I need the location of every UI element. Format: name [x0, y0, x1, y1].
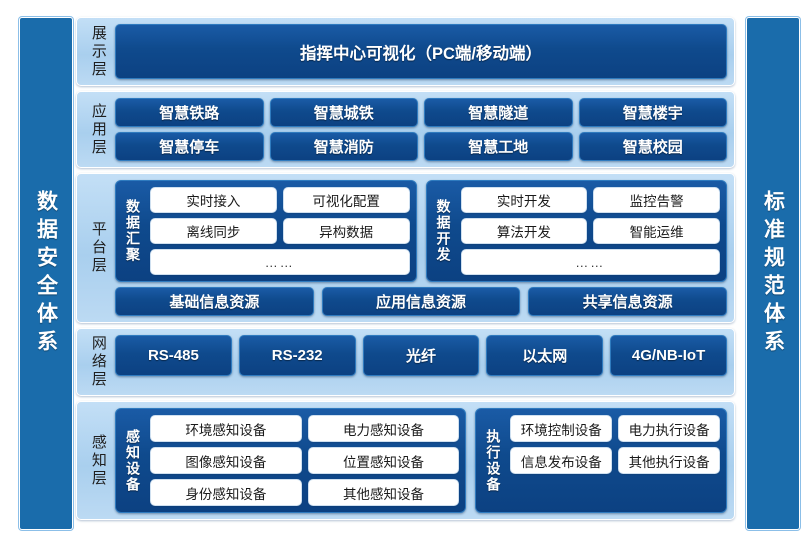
development-row-2: 算法开发 智能运维	[460, 218, 720, 244]
resource-item-shared-information[interactable]: 共享信息资源	[528, 287, 728, 316]
development-item-ellipsis[interactable]: ……	[460, 249, 720, 275]
layer-body-display: 指挥中心可视化（PC端/移动端）	[115, 24, 727, 79]
group-label-data-aggregation: 数据汇聚	[125, 199, 141, 263]
layer-label-platform: 平台层	[89, 221, 107, 275]
actuator-row-1: 环境控制设备 电力执行设备	[510, 415, 721, 442]
layer-label-display: 展示层	[89, 24, 107, 79]
group-label-data-development: 数据开发	[435, 199, 452, 263]
network-item-rs232[interactable]: RS-232	[238, 335, 356, 376]
platform-groups: 数据汇聚 实时接入 可视化配置 离线同步 异构数据	[115, 180, 727, 282]
sensor-item-environment[interactable]: 环境感知设备	[150, 415, 302, 442]
layer-body-network: RS-485 RS-232 光纤 以太网 4G/NB-IoT	[115, 335, 727, 389]
aggregation-item-ellipsis[interactable]: ……	[150, 249, 410, 275]
aggregation-item-heterogeneous-data[interactable]: 异构数据	[282, 218, 410, 244]
network-item-4g-nbiot[interactable]: 4G/NB-IoT	[610, 335, 727, 376]
group-label-actuator-devices: 执行设备	[485, 428, 502, 493]
app-item-smart-campus[interactable]: 智慧校园	[578, 132, 727, 161]
layer-label-sensing: 感知层	[89, 433, 107, 488]
layer-platform: 平台层 数据汇聚 实时接入 可视化配置	[76, 173, 735, 323]
sensing-groups: 感知设备 环境感知设备 电力感知设备 图像感知设备 位置感知设备	[115, 408, 727, 513]
layer-display: 展示层 指挥中心可视化（PC端/移动端）	[76, 17, 735, 86]
platform-group-data-aggregation: 数据汇聚 实时接入 可视化配置 离线同步 异构数据	[115, 180, 417, 282]
resource-item-application-information[interactable]: 应用信息资源	[321, 287, 521, 316]
right-side-bar-label: 标准规范体系	[761, 189, 785, 358]
group-grid-data-development: 实时开发 监控告警 算法开发 智能运维 ……	[460, 187, 720, 275]
sensing-group-sensor-devices: 感知设备 环境感知设备 电力感知设备 图像感知设备 位置感知设备	[115, 408, 467, 513]
sensor-item-image[interactable]: 图像感知设备	[150, 447, 302, 474]
actuator-item-information-release[interactable]: 信息发布设备	[510, 447, 613, 474]
sensing-group-actuator-devices: 执行设备 环境控制设备 电力执行设备 信息发布设备 其他执行设备	[475, 408, 727, 513]
layer-body-application: 智慧铁路 智慧城铁 智慧隧道 智慧楼宇 智慧停车 智慧消防 智慧工地 智慧校园	[115, 98, 727, 161]
left-side-bar-label: 数据安全体系	[34, 189, 58, 358]
sensor-row-1: 环境感知设备 电力感知设备	[150, 415, 460, 442]
layer-label-application: 应用层	[89, 102, 107, 157]
app-item-smart-parking[interactable]: 智慧停车	[115, 132, 264, 161]
app-item-smart-tunnel[interactable]: 智慧隧道	[424, 98, 573, 127]
development-row-1: 实时开发 监控告警	[460, 187, 720, 213]
actuator-item-other[interactable]: 其他执行设备	[618, 447, 721, 474]
aggregation-row-2: 离线同步 异构数据	[150, 218, 410, 244]
actuator-item-power-execution[interactable]: 电力执行设备	[618, 415, 721, 442]
actuator-item-environment-control[interactable]: 环境控制设备	[510, 415, 613, 442]
development-item-algorithm-development[interactable]: 算法开发	[460, 218, 588, 244]
network-item-ethernet[interactable]: 以太网	[486, 335, 604, 376]
network-item-optical-fiber[interactable]: 光纤	[362, 335, 480, 376]
application-row-1: 智慧铁路 智慧城铁 智慧隧道 智慧楼宇	[115, 98, 727, 127]
development-item-intelligent-ops[interactable]: 智能运维	[593, 218, 720, 244]
sensor-item-identity[interactable]: 身份感知设备	[150, 479, 302, 506]
layer-stack: 展示层 指挥中心可视化（PC端/移动端） 应用层 智慧铁路 智慧城铁 智慧隧道 …	[76, 17, 735, 520]
resource-item-basic-information[interactable]: 基础信息资源	[115, 287, 314, 316]
aggregation-item-visual-config[interactable]: 可视化配置	[282, 187, 410, 213]
platform-group-data-development: 数据开发 实时开发 监控告警 算法开发 智能运维	[425, 180, 727, 282]
development-row-3: ……	[460, 249, 720, 275]
network-row: RS-485 RS-232 光纤 以太网 4G/NB-IoT	[115, 335, 727, 376]
development-item-realtime-development[interactable]: 实时开发	[460, 187, 588, 213]
aggregation-row-3: ……	[150, 249, 410, 275]
group-grid-data-aggregation: 实时接入 可视化配置 离线同步 异构数据 ……	[150, 187, 410, 275]
app-item-smart-construction-site[interactable]: 智慧工地	[424, 132, 573, 161]
aggregation-item-realtime-ingest[interactable]: 实时接入	[150, 187, 277, 213]
app-item-smart-firefighting[interactable]: 智慧消防	[269, 132, 418, 161]
layer-label-network: 网络层	[89, 335, 107, 389]
layer-body-sensing: 感知设备 环境感知设备 电力感知设备 图像感知设备 位置感知设备	[115, 408, 727, 513]
layer-application: 应用层 智慧铁路 智慧城铁 智慧隧道 智慧楼宇 智慧停车 智慧消防 智慧工地 智…	[76, 91, 735, 168]
app-item-smart-building[interactable]: 智慧楼宇	[578, 98, 727, 127]
sensor-item-other[interactable]: 其他感知设备	[307, 479, 460, 506]
application-row-2: 智慧停车 智慧消防 智慧工地 智慧校园	[115, 132, 727, 161]
sensor-row-3: 身份感知设备 其他感知设备	[150, 479, 460, 506]
sensor-item-power[interactable]: 电力感知设备	[307, 415, 460, 442]
sensor-row-2: 图像感知设备 位置感知设备	[150, 447, 460, 474]
app-item-smart-railway[interactable]: 智慧铁路	[115, 98, 264, 127]
network-item-rs485[interactable]: RS-485	[115, 335, 232, 376]
layer-network: 网络层 RS-485 RS-232 光纤 以太网 4G/NB-IoT	[76, 328, 735, 396]
aggregation-row-1: 实时接入 可视化配置	[150, 187, 410, 213]
group-grid-sensor-devices: 环境感知设备 电力感知设备 图像感知设备 位置感知设备 身份感知设备 其他感知设…	[150, 415, 460, 506]
sensor-item-location[interactable]: 位置感知设备	[307, 447, 460, 474]
aggregation-item-offline-sync[interactable]: 离线同步	[150, 218, 277, 244]
group-label-sensor-devices: 感知设备	[125, 428, 141, 493]
group-grid-actuator-devices: 环境控制设备 电力执行设备 信息发布设备 其他执行设备	[510, 415, 721, 506]
display-command-center-box[interactable]: 指挥中心可视化（PC端/移动端）	[115, 24, 727, 79]
layer-body-platform: 数据汇聚 实时接入 可视化配置 离线同步 异构数据	[115, 180, 728, 316]
layer-sensing: 感知层 感知设备 环境感知设备 电力感知设备	[76, 401, 735, 520]
right-side-bar-standards: 标准规范体系	[746, 17, 800, 530]
development-item-monitoring-alarm[interactable]: 监控告警	[593, 187, 720, 213]
left-side-bar-data-security: 数据安全体系	[19, 17, 73, 530]
platform-resources-row: 基础信息资源 应用信息资源 共享信息资源	[115, 287, 728, 316]
actuator-row-2: 信息发布设备 其他执行设备	[510, 447, 721, 474]
app-item-smart-urban-rail[interactable]: 智慧城铁	[269, 98, 418, 127]
